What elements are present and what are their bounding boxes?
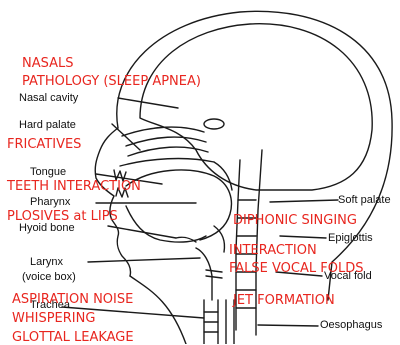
annotation-fricatives: FRICATIVES [7,138,81,151]
annotation-nasals: NASALS [22,57,74,70]
label-soft-palate: Soft palate [338,195,391,206]
hard-palate [120,159,214,166]
annotation-plosives: PLOSIVES at LIPS [7,210,118,223]
label-oesophagus: Oesophagus [320,320,382,331]
face-profile [95,128,130,276]
neck-front [130,276,186,344]
annotation-pathology: PATHOLOGY (SLEEP APNEA) [22,75,201,88]
label-nasal-cavity: Nasal cavity [19,93,78,104]
annotation-interaction: INTERACTION [229,244,317,257]
label-pharynx: Pharynx [30,197,70,208]
label-epiglottis: Epiglottis [328,233,373,244]
annotation-jet-formation: JET FORMATION [233,294,335,307]
trachea-rings [204,312,218,332]
vocal-fold [206,270,222,278]
label-hyoid-bone: Hyoid bone [19,223,75,234]
annotation-aspiration-noise: ASPIRATION NOISE [12,293,133,306]
larynx-outline [196,248,212,300]
label-tongue: Tongue [30,167,66,178]
annotation-false-vocal-folds: FALSE VOCAL FOLDS [229,262,363,275]
label-voice-box: (voice box) [22,272,76,283]
nasal-turbinates [122,127,208,156]
annotation-glottal-leakage: GLOTTAL LEAKAGE [12,331,134,344]
annotation-diphonic-singing: DIPHONIC SINGING [233,214,357,227]
label-hard-palate: Hard palate [19,120,76,131]
label-larynx: Larynx [30,257,63,268]
turbinate-scroll [204,119,224,129]
annotation-whispering: WHISPERING [12,312,95,325]
soft-palate [214,162,232,190]
annotation-teeth-interaction: TEETH INTERACTION [7,180,141,193]
